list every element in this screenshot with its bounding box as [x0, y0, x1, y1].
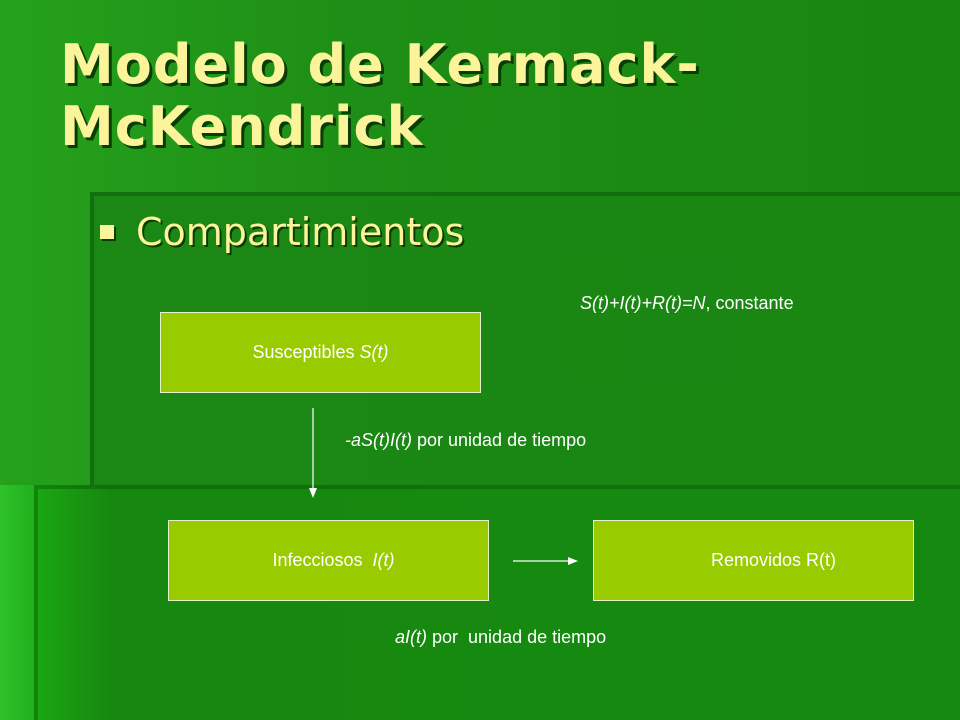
- removal-rate-text: por unidad de tiempo: [427, 627, 607, 647]
- slide-title: Modelo de Kermack- McKendrick: [60, 34, 920, 158]
- susceptibles-box: Susceptibles S(t): [160, 312, 481, 393]
- bullet-text: Compartimientos: [136, 210, 465, 254]
- removal-rate-formula: aI(t): [395, 627, 428, 647]
- infection-rate-formula: -aS(t)I(t): [345, 430, 412, 450]
- infection-rate-text: por unidad de tiempo: [412, 430, 587, 450]
- removal-rate-label: aI(t) por unidad de tiempo: [395, 627, 606, 648]
- population-equation: S(t)+I(t)+R(t)=N, constante: [580, 293, 794, 314]
- left-accent-strip: [0, 485, 34, 720]
- square-bullet-icon: [100, 225, 114, 239]
- infecciosos-symbol: I(t): [372, 550, 395, 570]
- title-line-1: Modelo de Kermack-: [60, 33, 700, 96]
- infecciosos-label: Infecciosos: [272, 550, 373, 570]
- removidos-box: Removidos R(t): [593, 520, 914, 601]
- title-line-2: McKendrick: [60, 95, 424, 158]
- equation-formula: S(t)+I(t)+R(t)=N: [580, 293, 706, 313]
- infection-rate-label: -aS(t)I(t) por unidad de tiempo: [345, 430, 586, 451]
- susceptibles-label: Susceptibles: [252, 342, 360, 362]
- equation-suffix: , constante: [705, 293, 794, 313]
- bullet-item: Compartimientos: [100, 210, 464, 254]
- infecciosos-box: Infecciosos I(t): [168, 520, 489, 601]
- removidos-label: Removidos R(t): [710, 550, 837, 570]
- susceptibles-symbol: S(t): [359, 342, 389, 362]
